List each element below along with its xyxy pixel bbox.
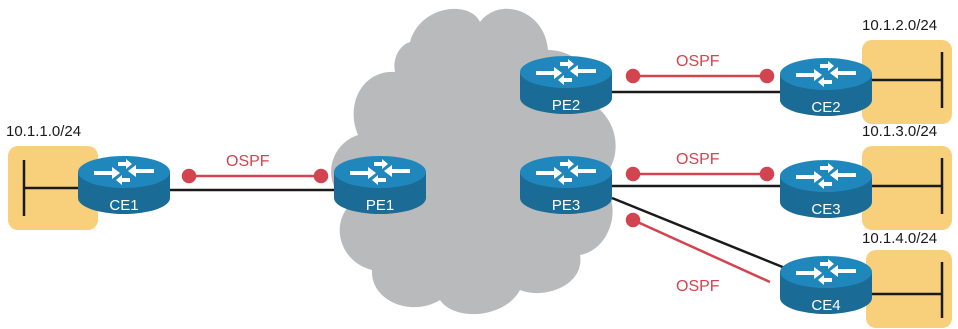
router-ce4: CE4 <box>780 256 872 314</box>
lan-segment-ce2 <box>868 52 944 108</box>
router-arrows-icon <box>796 259 856 285</box>
subnet-label-ce2: 10.1.2.0/24 <box>862 17 937 34</box>
router-pe3: PE3 <box>520 156 612 214</box>
ospf-label-ce1-pe1: OSPF <box>226 153 270 170</box>
router-arrows-icon <box>536 159 596 185</box>
router-arrows-icon <box>536 59 596 85</box>
ospf-label-pe3-ce4: OSPF <box>676 278 720 295</box>
router-ce2: CE2 <box>780 58 872 116</box>
subnet-label-ce4: 10.1.4.0/24 <box>862 230 937 247</box>
router-arrows-icon <box>94 159 154 185</box>
router-label-pe3: PE3 <box>552 197 580 214</box>
lan-segment-ce3 <box>868 158 944 214</box>
router-label-pe2: PE2 <box>552 97 580 114</box>
lan-box-ce2 <box>862 40 952 124</box>
ospf-links <box>181 68 775 284</box>
subnet-label-ce1: 10.1.1.0/24 <box>6 123 81 140</box>
router-label-pe1: PE1 <box>366 197 394 214</box>
ospf-label-pe3-ce3: OSPF <box>676 151 720 168</box>
router-label-ce2: CE2 <box>811 99 840 116</box>
router-ce1: CE1 <box>78 156 170 214</box>
router-arrows-icon <box>350 159 410 185</box>
router-label-ce3: CE3 <box>811 201 840 218</box>
router-arrows-icon <box>796 61 856 87</box>
lan-box-ce3 <box>862 146 952 230</box>
router-label-ce4: CE4 <box>811 297 840 314</box>
router-pe2: PE2 <box>520 56 612 114</box>
physical-links <box>168 90 791 272</box>
router-pe1: PE1 <box>334 156 426 214</box>
router-arrows-icon <box>796 163 856 189</box>
link-pe3-ce4 <box>611 196 791 272</box>
ospf-label-pe2-ce2: OSPF <box>676 53 720 70</box>
router-label-ce1: CE1 <box>109 197 138 214</box>
router-ce3: CE3 <box>780 160 872 218</box>
lan-segment-ce4 <box>868 262 944 318</box>
subnet-label-ce3: 10.1.3.0/24 <box>862 123 937 140</box>
lan-box-ce4 <box>866 250 952 328</box>
